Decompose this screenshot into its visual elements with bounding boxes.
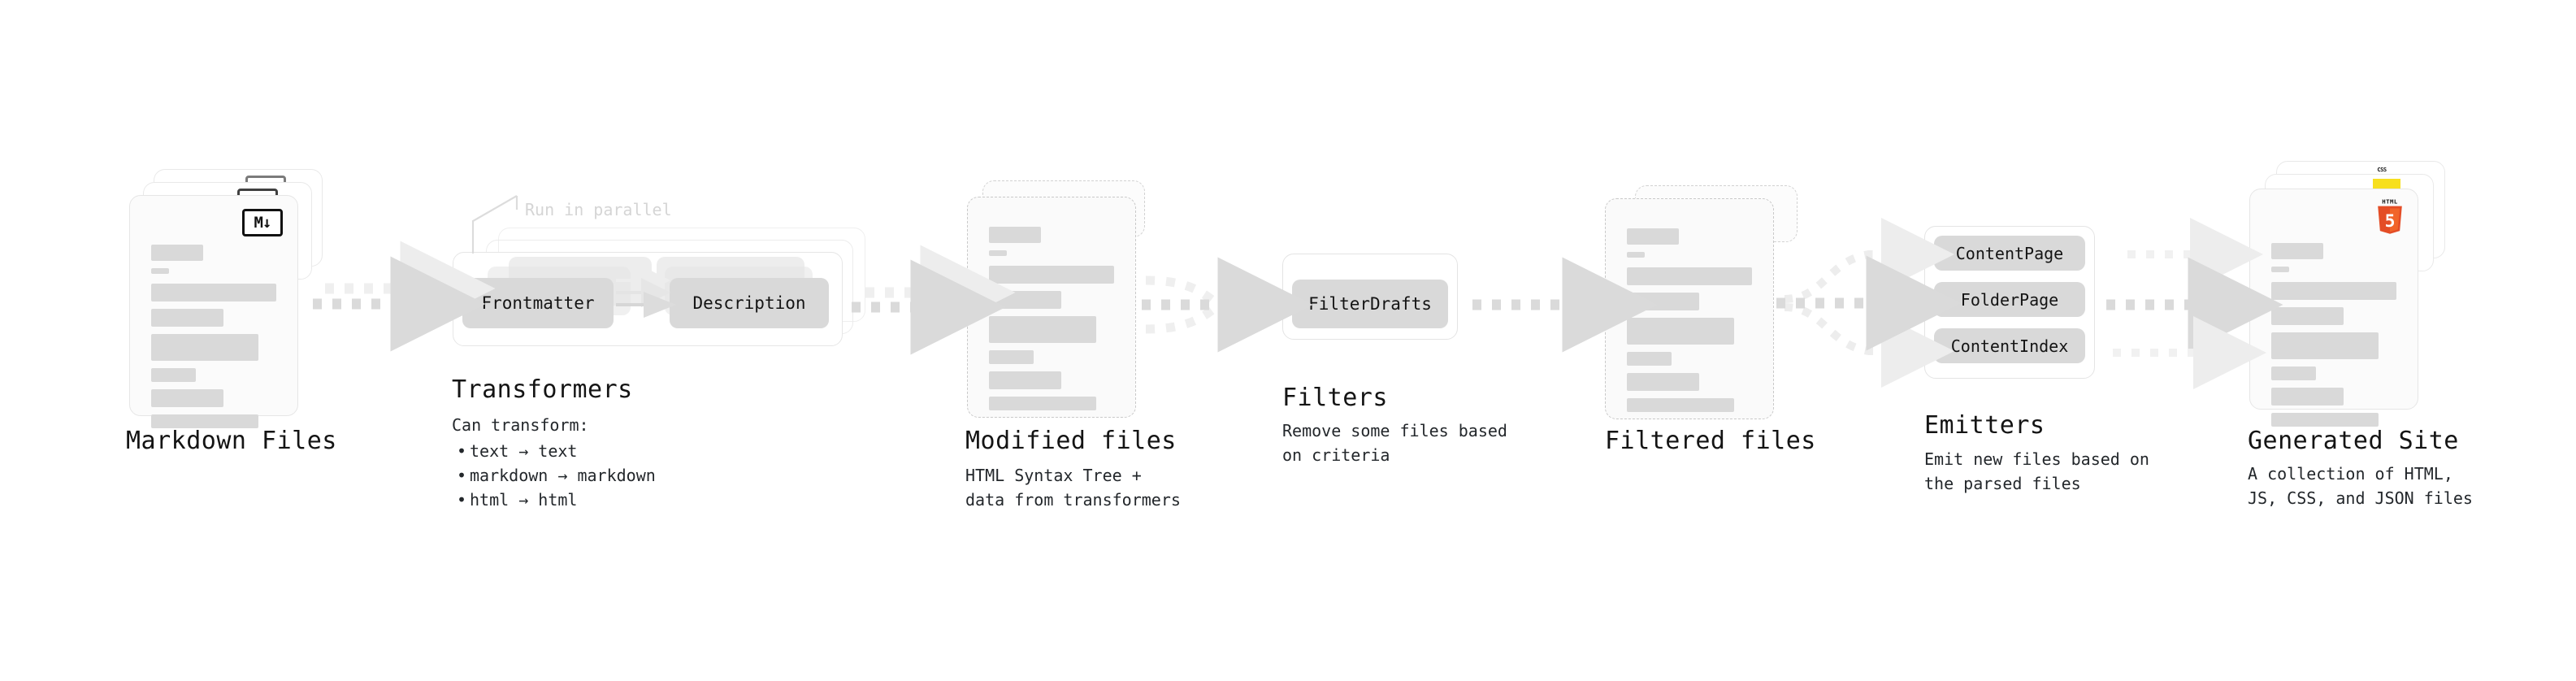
transformers-bullet-item: html → html — [452, 488, 656, 512]
transformers-bullet-item: markdown → markdown — [452, 463, 656, 488]
run-in-parallel-label: Run in parallel — [525, 200, 672, 219]
html5-badge: HTML 5 — [2374, 197, 2406, 235]
markdown-badge: M↓ — [242, 209, 283, 236]
arrow-filtered-to-emitters — [1776, 218, 1962, 388]
generated-site-desc: A collection of HTML, JS, CSS, and JSON … — [2248, 464, 2473, 508]
markdown-files-title: Markdown Files — [126, 427, 337, 455]
transformers-bullets: Can transform: text → text markdown → ma… — [452, 413, 656, 512]
arrow-emitters-to-generated — [2106, 218, 2283, 389]
emitter-chip-folderpage[interactable]: FolderPage — [1934, 282, 2085, 317]
transformers-bullet-item: text → text — [452, 439, 656, 463]
transformers-title: Transformers — [452, 375, 633, 404]
emitter-chip-contentindex[interactable]: ContentIndex — [1934, 328, 2085, 363]
transformer-chip-description[interactable]: Description — [670, 278, 829, 328]
generated-card-lines — [2271, 243, 2396, 434]
markdown-file-card: M↓ — [129, 195, 298, 428]
modified-files-desc: HTML Syntax Tree + data from transformer… — [965, 466, 1181, 510]
filters-desc: Remove some files based on criteria — [1282, 421, 1507, 465]
markdown-card-lines — [151, 245, 276, 436]
transformers-bullets-header: Can transform: — [452, 415, 589, 435]
emitters-title: Emitters — [1924, 411, 2045, 440]
arrow-modified-to-filters — [1142, 257, 1313, 353]
transformer-chip-frontmatter[interactable]: Frontmatter — [462, 278, 614, 328]
generated-site-title: Generated Site — [2248, 427, 2459, 455]
arrow-markdown-to-transformers — [313, 241, 496, 352]
svg-text:HTML: HTML — [2382, 197, 2398, 205]
filtered-files-title: Filtered files — [1605, 427, 1816, 455]
filters-title: Filters — [1282, 384, 1388, 412]
generated-site-card: HTML 5 — [2249, 189, 2418, 427]
emitters-desc: Emit new files based on the parsed files — [1924, 449, 2149, 493]
filter-chip-filterdrafts[interactable]: FilterDrafts — [1292, 280, 1448, 328]
modified-files-title: Modified files — [965, 427, 1177, 455]
modified-file-card — [967, 197, 1136, 418]
svg-text:5: 5 — [2385, 211, 2396, 232]
emitter-chip-contentpage[interactable]: ContentPage — [1934, 236, 2085, 271]
filtered-card-lines — [1627, 228, 1752, 419]
filtered-file-card — [1605, 198, 1774, 419]
modified-card-lines — [989, 227, 1114, 418]
